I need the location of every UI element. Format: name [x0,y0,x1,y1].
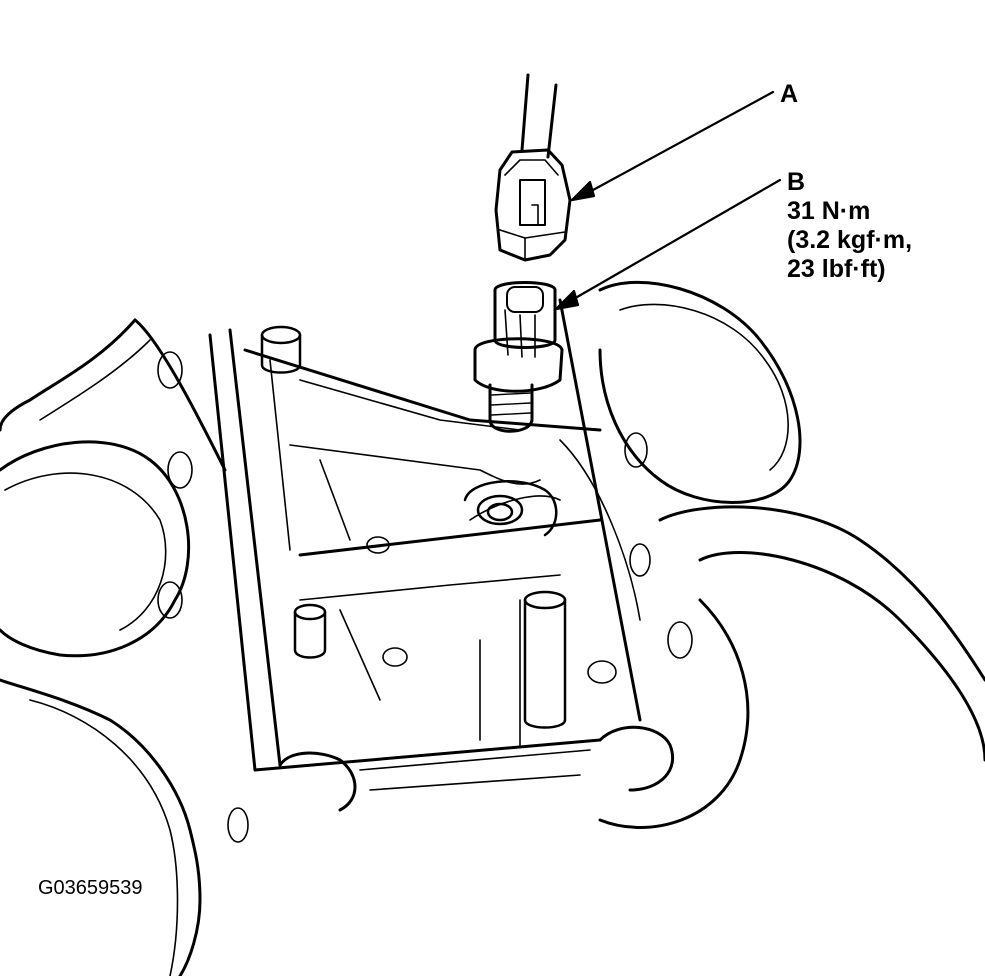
figure-id: G03659539 [38,877,143,899]
torque-nm: 31 N·m [787,197,871,225]
callout-arrows [554,90,782,311]
right-block-inner [619,303,789,659]
wire-cable [520,73,558,159]
callout-b: B 31 N·m (3.2 kgf·m, 23 lbf·ft) [787,168,912,284]
torque-kgfm: (3.2 kgf·m, [787,226,913,254]
connector-a [494,148,572,262]
callout-b-letter: B [787,168,806,196]
callout-a: A [780,80,798,109]
left-block-outline [0,318,227,976]
sensor-port [463,480,558,537]
central-casting [208,298,675,812]
right-block-outline [598,280,985,829]
torque-lbfft: 23 lbf·ft) [787,255,886,283]
oil-pressure-switch-b [473,281,564,433]
callout-a-letter: A [780,80,799,108]
dowel-pins [260,325,567,729]
left-block-inner [4,339,249,976]
